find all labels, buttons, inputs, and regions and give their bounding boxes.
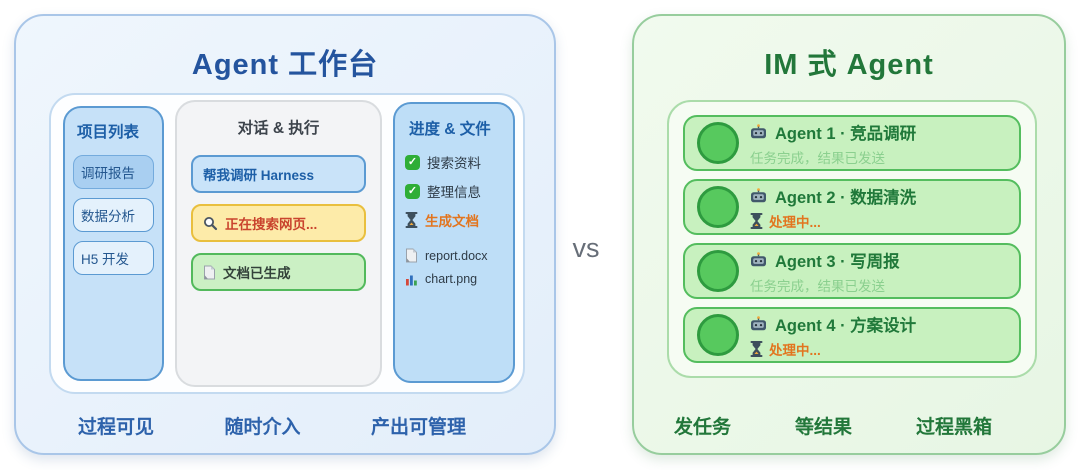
agent-info: Agent 4 · 方案设计 处理中...: [750, 312, 916, 359]
magnifier-icon: [204, 216, 218, 230]
agent-name: Agent 1 · 竞品调研: [775, 124, 917, 143]
user-message-bubble: 帮我调研 Harness: [191, 155, 366, 193]
agent-info: Agent 1 · 竞品调研 任务完成，结果已发送: [750, 120, 916, 167]
progress-header: 进度 & 文件: [409, 121, 491, 138]
agent-status-text: 处理中...: [769, 342, 821, 358]
vs-label: vs: [572, 233, 600, 263]
agent-name: Agent 3 · 写周报: [775, 252, 900, 271]
hourglass-icon: [405, 212, 418, 228]
agent-row-4: Agent 4 · 方案设计 处理中...: [683, 307, 1021, 363]
done-message-text: 文档已生成: [223, 266, 291, 281]
file-name: chart.png: [425, 272, 478, 286]
task-row-search: 搜索资料: [405, 152, 504, 172]
chart-icon: [406, 275, 417, 285]
footer-label-output-manageable: 产出可管理: [370, 417, 466, 438]
workbench-footer: 过程可见 随时介入 产出可管理: [16, 412, 554, 439]
avatar: [697, 122, 739, 164]
footer-label-send-task: 发任务: [674, 417, 732, 438]
file-name: report.docx: [425, 248, 488, 263]
done-message-bubble: 文档已生成: [191, 253, 366, 291]
check-icon: [405, 154, 420, 170]
agent-status: 任务完成，结果已发送: [750, 147, 916, 167]
agent-row-2: Agent 2 · 数据清洗 处理中...: [683, 179, 1021, 235]
agent-status: 处理中...: [750, 211, 916, 231]
agent-name-row: Agent 1 · 竞品调研: [750, 120, 916, 144]
robot-icon: [751, 188, 766, 203]
agent-name: Agent 2 · 数据清洗: [775, 188, 917, 207]
workbench-title: Agent 工作台: [191, 49, 379, 81]
agent-name-row: Agent 2 · 数据清洗: [750, 184, 916, 208]
check-icon: [405, 183, 420, 199]
agent-status-text: 处理中...: [769, 214, 821, 230]
footer-label-process-visible: 过程可见: [78, 417, 155, 438]
robot-icon: [751, 252, 766, 267]
workbench-inner-container: 项目列表 调研报告 数据分析 H5 开发 对话 & 执行 帮我调研 Harnes…: [49, 93, 525, 394]
project-list-column: 项目列表 调研报告 数据分析 H5 开发: [63, 106, 164, 381]
agent-name-row: Agent 3 · 写周报: [750, 248, 900, 272]
working-message-text: 正在搜索网页...: [225, 217, 318, 232]
hourglass-icon: [750, 212, 763, 229]
task-label: 搜索资料: [427, 156, 481, 171]
project-list-header: 项目列表: [77, 124, 140, 141]
hourglass-icon: [750, 340, 763, 357]
agent-info: Agent 2 · 数据清洗 处理中...: [750, 184, 916, 231]
working-message-bubble: 正在搜索网页...: [191, 204, 366, 242]
agent-status: 处理中...: [750, 339, 916, 359]
agent-info: Agent 3 · 写周报 任务完成，结果已发送: [750, 248, 900, 295]
footer-label-intervene-anytime: 随时介入: [224, 417, 301, 438]
im-agent-title: IM 式 Agent: [764, 49, 934, 81]
file-row-chart: chart.png: [405, 272, 504, 286]
task-row-generate: 生成文档: [405, 210, 504, 230]
avatar: [697, 186, 739, 228]
robot-icon: [751, 124, 766, 139]
task-label: 整理信息: [427, 185, 481, 200]
robot-icon: [751, 316, 766, 331]
agent-name: Agent 4 · 方案设计: [775, 316, 917, 335]
dialog-header: 对话 & 执行: [237, 120, 320, 137]
agent-status-text: 任务完成，结果已发送: [750, 150, 885, 166]
avatar: [697, 250, 739, 292]
workbench-panel: Agent 工作台 项目列表 调研报告 数据分析 H5 开发 对话 & 执行 帮…: [14, 14, 556, 455]
avatar: [697, 314, 739, 356]
file-row-report: report.docx: [405, 248, 504, 263]
document-icon: [406, 248, 417, 263]
dialog-column: 对话 & 执行 帮我调研 Harness 正在搜索网页... 文档已生成: [175, 100, 382, 387]
im-agent-footer: 发任务 等结果 过程黑箱: [634, 412, 1064, 439]
agent-row-3: Agent 3 · 写周报 任务完成，结果已发送: [683, 243, 1021, 299]
agent-row-1: Agent 1 · 竞品调研 任务完成，结果已发送: [683, 115, 1021, 171]
user-message-text: 帮我调研 Harness: [203, 168, 315, 183]
im-agent-panel: IM 式 Agent Agent 1 · 竞品调研 任务完: [632, 14, 1066, 455]
task-label: 生成文档: [425, 214, 479, 229]
task-row-organize: 整理信息: [405, 181, 504, 201]
agent-status: 任务完成，结果已发送: [750, 275, 900, 295]
progress-column: 进度 & 文件 搜索资料 整理信息 生成文档: [393, 102, 515, 383]
agent-name-row: Agent 4 · 方案设计: [750, 312, 916, 336]
im-agent-list: Agent 1 · 竞品调研 任务完成，结果已发送: [667, 100, 1037, 378]
footer-label-wait-result: 等结果: [794, 417, 852, 438]
agent-status-text: 任务完成，结果已发送: [750, 278, 885, 294]
project-item-data-analysis: 数据分析: [73, 198, 154, 232]
footer-label-process-blackbox: 过程黑箱: [915, 417, 992, 438]
document-icon: [204, 265, 215, 279]
project-item-h5-dev: H5 开发: [73, 241, 154, 275]
project-item-research-report: 调研报告: [73, 155, 154, 189]
files-block: report.docx chart.png: [405, 248, 504, 286]
